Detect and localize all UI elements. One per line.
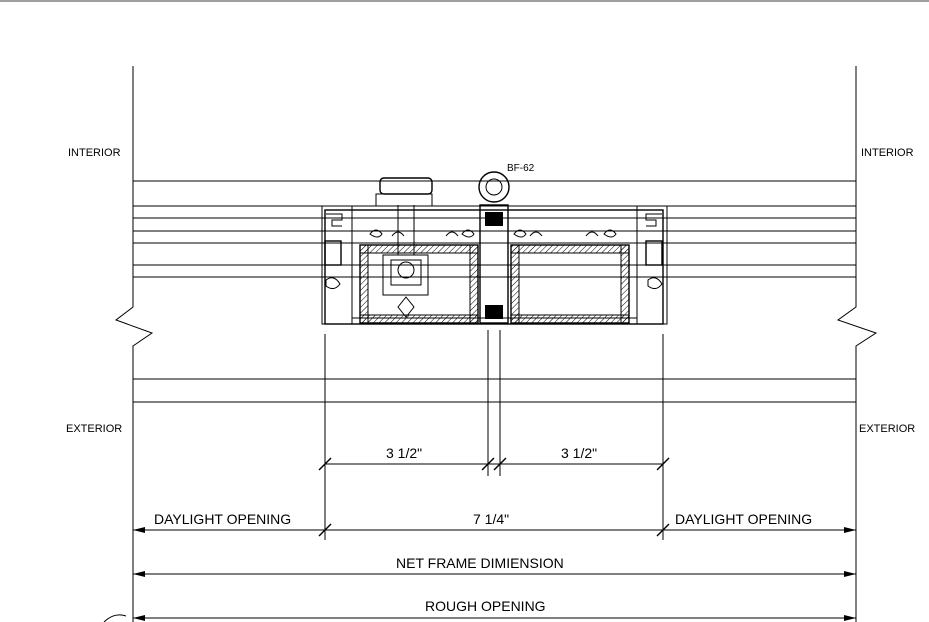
dim-net-frame: [133, 571, 856, 577]
dim-rough-opening: [133, 615, 856, 621]
exterior-label-left: EXTERIOR: [66, 423, 122, 435]
dim-half-widths: [318, 457, 670, 471]
dim-left-half: 3 1/2": [386, 445, 422, 461]
dim-daylight-row: [133, 523, 856, 537]
glazing-lines-exterior: [133, 378, 856, 403]
exterior-label-right: EXTERIOR: [859, 423, 915, 435]
daylight-opening-right: DAYLIGHT OPENING: [675, 511, 812, 527]
dim-overall-mullion: 7 1/4": [473, 511, 509, 527]
rough-opening-label: ROUGH OPENING: [425, 598, 546, 614]
net-frame-dimension-label: NET FRAME DIMIENSION: [396, 555, 564, 571]
part-tag-label: BF-62: [507, 163, 535, 174]
interior-label-left: INTERIOR: [68, 147, 121, 159]
left-jamb: [114, 66, 154, 622]
interior-label-right: INTERIOR: [861, 147, 914, 159]
dim-right-half: 3 1/2": [561, 445, 597, 461]
mullion-assembly: [321, 177, 668, 325]
bf-62-tag: BF-62: [478, 163, 535, 203]
right-jamb: [836, 66, 878, 622]
extension-lines: [324, 330, 664, 540]
daylight-opening-left: DAYLIGHT OPENING: [154, 511, 291, 527]
section-mark-fragment: [103, 614, 127, 622]
